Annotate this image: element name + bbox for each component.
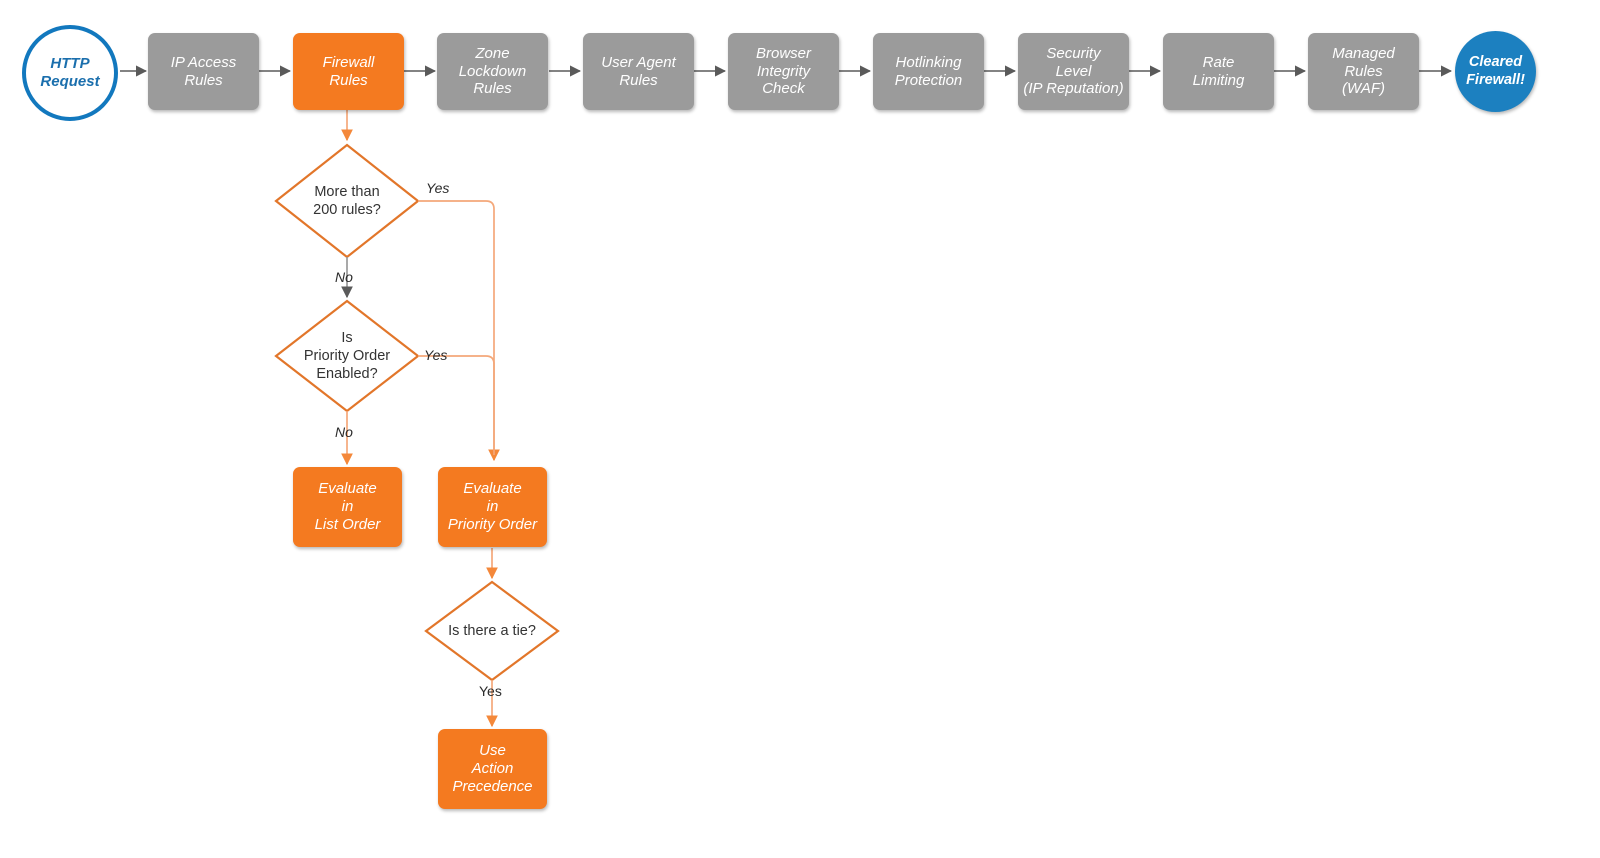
node-zone-lockdown-rules[interactable]: Zone Lockdown Rules: [437, 33, 548, 110]
node-user-agent-rules[interactable]: User Agent Rules: [583, 33, 694, 110]
decision-more-than-200-rules-label: More than 200 rules?: [313, 183, 381, 218]
node-security-level-label: Security Level (IP Reputation): [1023, 44, 1124, 98]
node-ip-access-rules[interactable]: IP Access Rules: [148, 33, 259, 110]
node-user-agent-rules-label: User Agent Rules: [601, 53, 676, 89]
edge-label-yes-more-than-200: Yes: [426, 180, 449, 196]
edge-label-yes-priority-order: Yes: [424, 347, 447, 363]
node-security-level[interactable]: Security Level (IP Reputation): [1018, 33, 1129, 110]
node-evaluate-list-order-label: Evaluate in List Order: [314, 480, 381, 533]
edge-label-yes-is-there-a-tie: Yes: [479, 683, 502, 699]
decision-more-than-200-rules[interactable]: More than 200 rules?: [282, 175, 412, 227]
branch-arrows: [341, 110, 500, 728]
node-http-request[interactable]: HTTP Request: [22, 25, 118, 121]
node-zone-lockdown-rules-label: Zone Lockdown Rules: [458, 44, 527, 98]
node-firewall-rules-label: Firewall Rules: [322, 53, 375, 89]
diamond-priority-order-enabled: [274, 299, 420, 413]
node-cleared-firewall-label: Cleared Firewall!: [1466, 54, 1525, 88]
node-use-action-precedence[interactable]: Use Action Precedence: [438, 729, 547, 809]
edge-label-text: No: [335, 269, 353, 285]
decision-priority-order-enabled[interactable]: Is Priority Order Enabled?: [277, 322, 417, 390]
node-rate-limiting[interactable]: Rate Limiting: [1163, 33, 1274, 110]
node-rate-limiting-label: Rate Limiting: [1192, 53, 1245, 89]
node-ip-access-rules-label: IP Access Rules: [170, 53, 237, 89]
node-browser-integrity-check-label: Browser Integrity Check: [755, 44, 811, 98]
node-evaluate-list-order[interactable]: Evaluate in List Order: [293, 467, 402, 547]
edge-label-text: Yes: [479, 683, 502, 699]
node-hotlinking-protection-label: Hotlinking Protection: [894, 53, 963, 89]
node-hotlinking-protection[interactable]: Hotlinking Protection: [873, 33, 984, 110]
decision-shapes: [274, 143, 560, 682]
node-evaluate-priority-order[interactable]: Evaluate in Priority Order: [438, 467, 547, 547]
decision-is-there-a-tie[interactable]: Is there a tie?: [427, 613, 557, 649]
node-http-request-label: HTTP Request: [40, 55, 100, 90]
node-use-action-precedence-label: Use Action Precedence: [452, 742, 533, 795]
decision-is-there-a-tie-label: Is there a tie?: [448, 622, 536, 639]
edge-label-text: No: [335, 424, 353, 440]
node-browser-integrity-check[interactable]: Browser Integrity Check: [728, 33, 839, 110]
diamond-more-than-200-rules: [274, 143, 420, 259]
wire-d1-yes: [418, 200, 500, 462]
node-cleared-firewall[interactable]: Cleared Firewall!: [1455, 31, 1536, 112]
node-firewall-rules[interactable]: Firewall Rules: [293, 33, 404, 110]
edge-label-text: Yes: [424, 347, 448, 363]
wire-d2-yes: [418, 355, 495, 455]
edge-label-text: Yes: [426, 180, 450, 196]
decision-priority-order-enabled-label: Is Priority Order Enabled?: [303, 329, 391, 383]
node-managed-rules-waf-label: Managed Rules (WAF): [1332, 44, 1395, 98]
node-managed-rules-waf[interactable]: Managed Rules (WAF): [1308, 33, 1419, 110]
edge-label-no-priority-order: No: [335, 424, 353, 440]
diamond-is-there-a-tie: [424, 580, 560, 682]
node-evaluate-priority-order-label: Evaluate in Priority Order: [447, 480, 538, 533]
edge-label-no-more-than-200: No: [335, 269, 353, 285]
